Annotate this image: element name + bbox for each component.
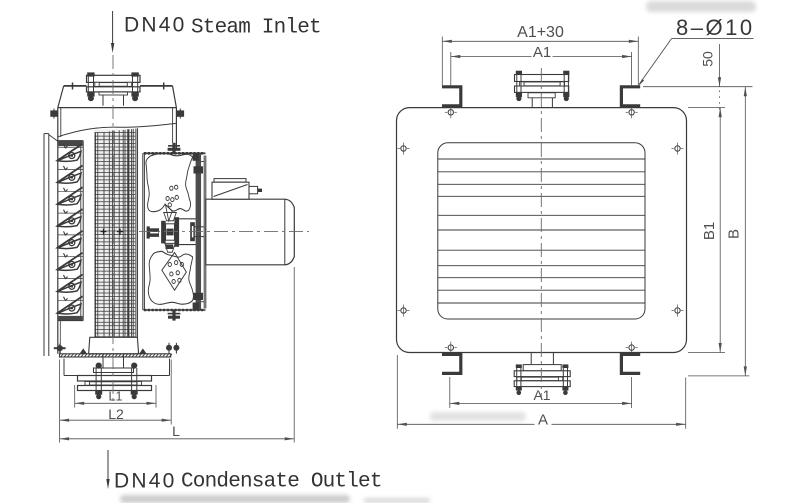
svg-text:B: B [726,229,743,239]
svg-text:A1: A1 [533,387,550,403]
svg-text:Condensate Outlet: Condensate Outlet [181,471,382,494]
svg-text:L1: L1 [109,389,123,403]
svg-text:Steam Inlet: Steam Inlet [191,17,321,40]
svg-text:A: A [538,412,548,429]
svg-text:L2: L2 [108,406,124,422]
svg-text:DN40: DN40 [114,470,177,493]
svg-text:A1+30: A1+30 [517,24,564,41]
svg-text:L: L [172,423,180,439]
svg-text:A1: A1 [533,44,551,61]
svg-text:B1: B1 [701,222,718,240]
svg-text:50: 50 [700,51,716,67]
svg-text:8–Ø10: 8–Ø10 [676,15,755,40]
svg-text:DN40: DN40 [124,14,187,37]
